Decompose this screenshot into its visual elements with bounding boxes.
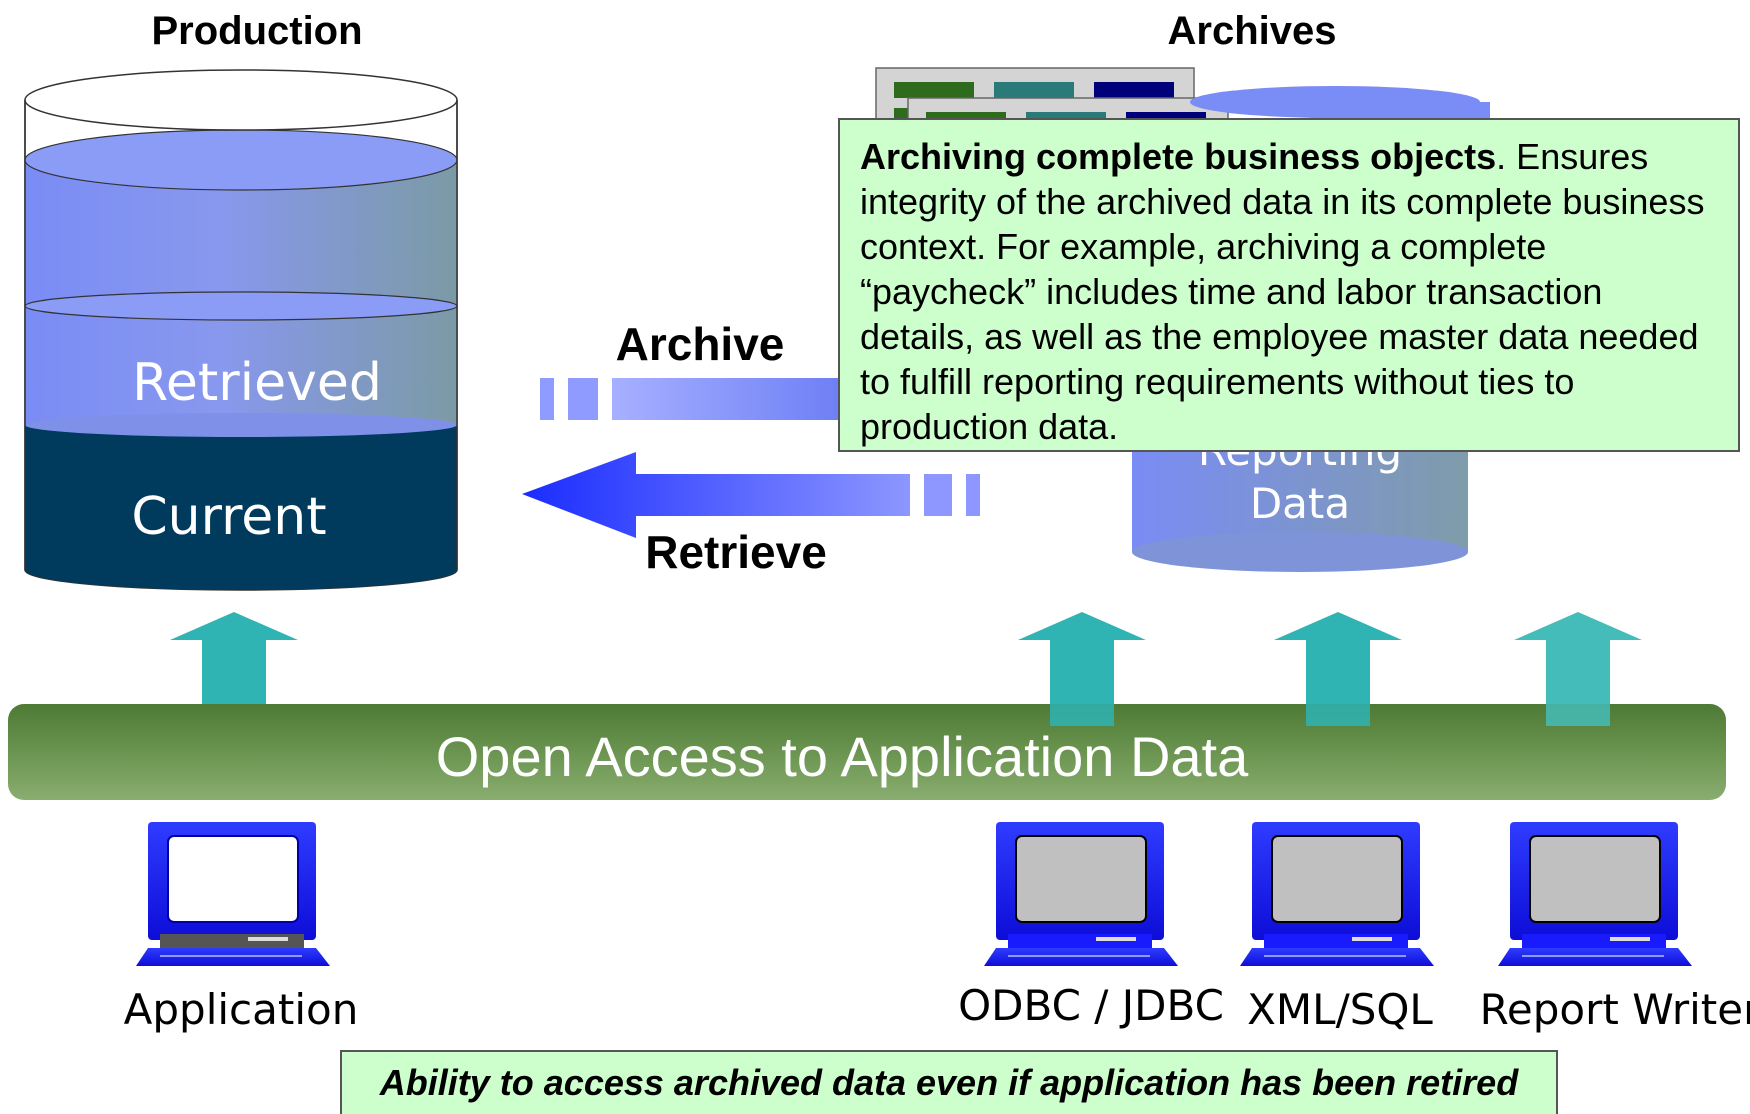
report-writer-computer-icon [1498,822,1692,966]
retrieved-label: Retrieved [132,353,382,413]
callout-title: Archiving complete business objects [860,136,1497,177]
footer-note-text: Ability to access archived data even if … [379,1062,1519,1103]
open-access-bar [8,704,1726,800]
archive-arrow [540,378,852,420]
current-label: Current [131,487,326,547]
open-access-label: Open Access to Application Data [436,725,1249,788]
odbc-computer-icon [984,822,1178,966]
up-arrow-odbc [1018,612,1146,726]
callout-text: . Ensures integrity of the archived data… [860,136,1705,447]
client-label-report-writer: Report Writer [1480,985,1750,1034]
reporting-label-line2: Data [1250,479,1350,528]
client-label-application: Application [124,985,359,1034]
xmlsql-computer-icon [1240,822,1434,966]
client-label-xmlsql: XML/SQL [1247,985,1433,1034]
retired-application-note: Ability to access archived data even if … [340,1050,1558,1114]
up-arrow-xmlsql [1274,612,1402,726]
application-computer-icon [136,822,330,966]
retrieved-layer-top [24,129,458,191]
business-objects-callout: Archiving complete business objects. Ens… [838,118,1740,452]
up-arrow-report-writer [1514,612,1642,726]
archives-heading: Archives [1168,9,1337,53]
retrieve-arrow [522,452,980,538]
production-heading: Production [151,9,362,53]
client-label-odbc: ODBC / JDBC [958,981,1224,1030]
production-database [24,69,458,591]
archive-arrow-label: Archive [616,318,785,370]
retrieve-arrow-label: Retrieve [645,526,827,578]
up-arrow-application [170,612,298,706]
